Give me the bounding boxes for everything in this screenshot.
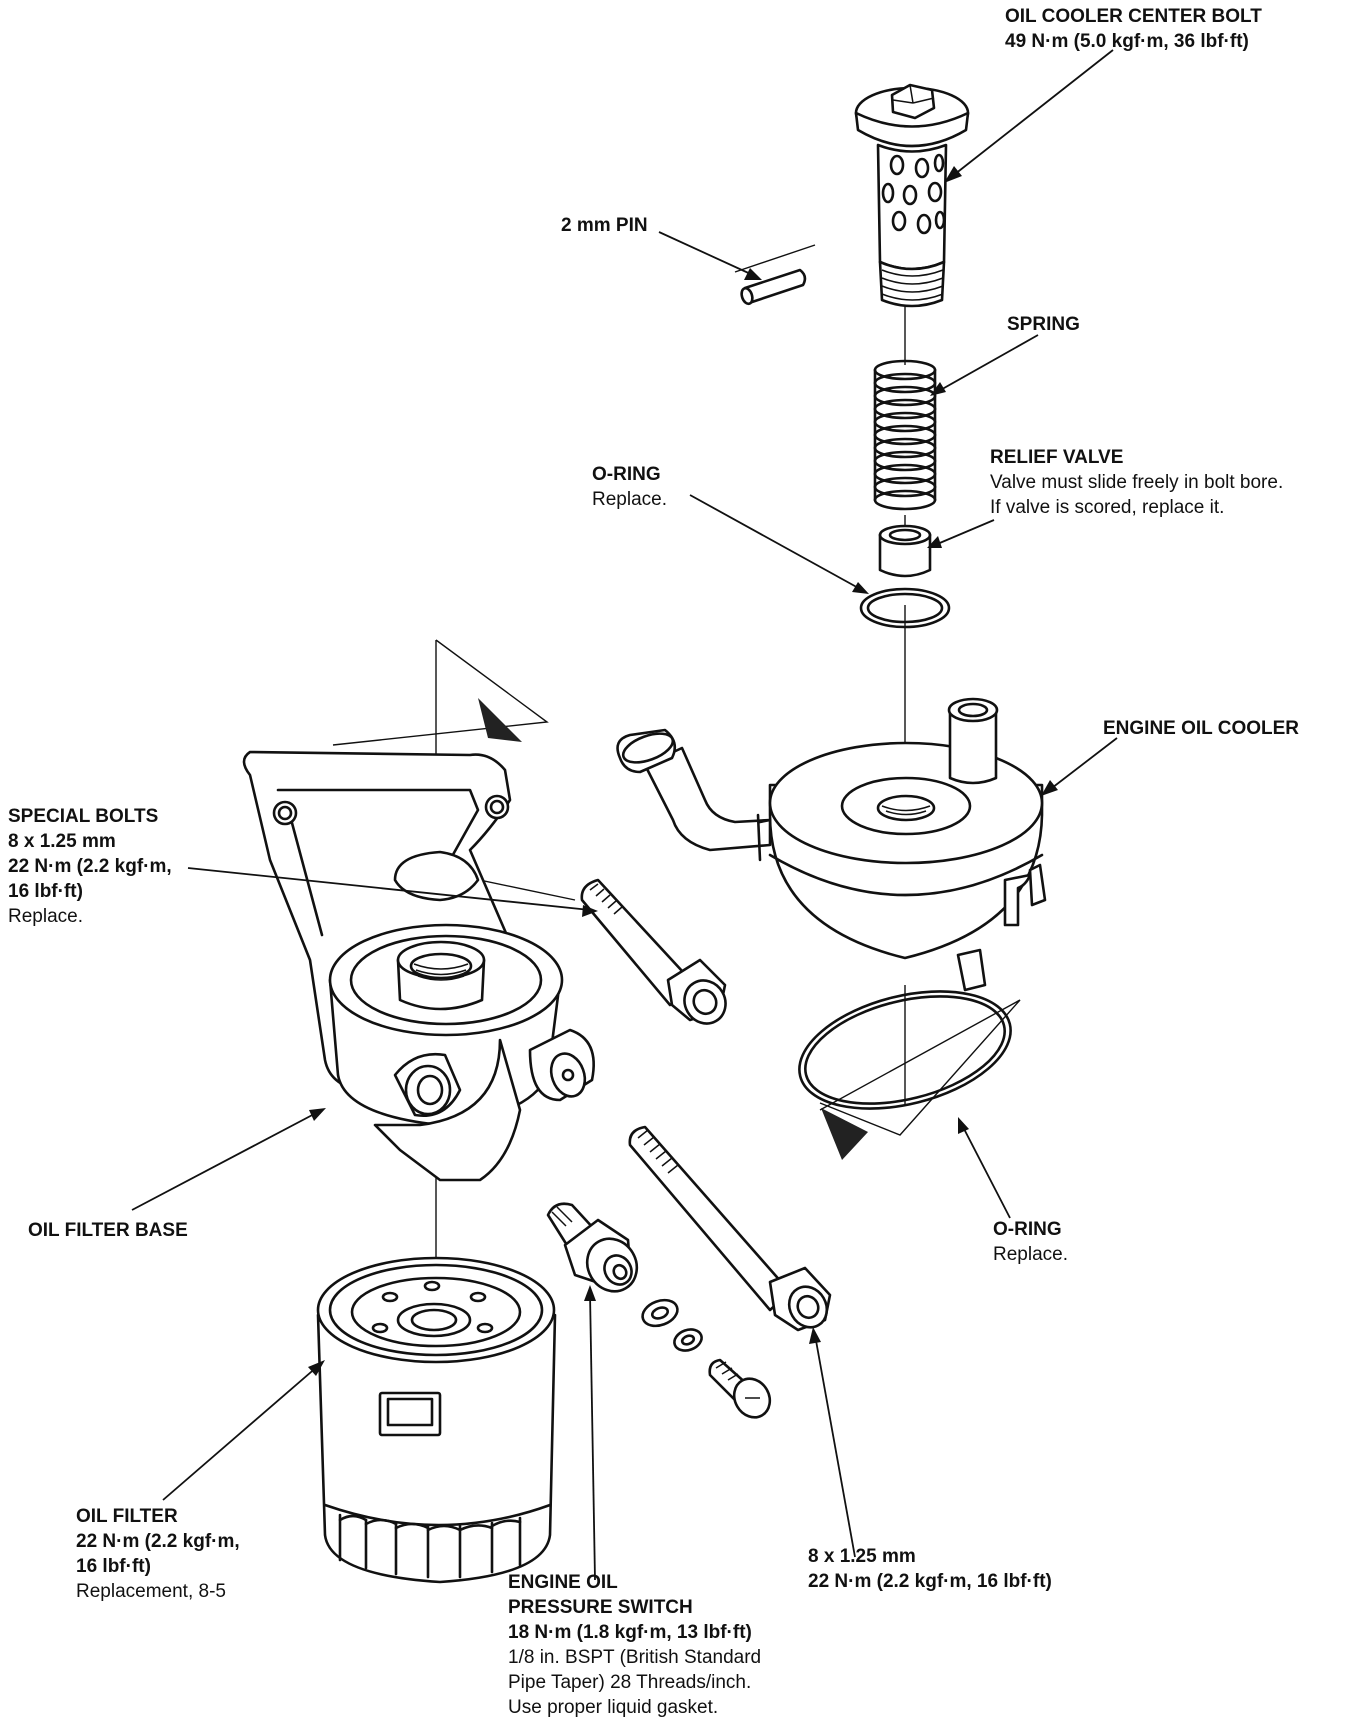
- callout-title: OIL COOLER CENTER BOLT: [1005, 6, 1262, 27]
- callout-o-ring-top: O-RING Replace.: [592, 462, 667, 512]
- callout-note: Replace.: [8, 906, 83, 927]
- callout-title: ENGINE OIL COOLER: [1103, 718, 1300, 739]
- o-ring-bottom: [798, 990, 1012, 1110]
- callout-relief-valve: RELIEF VALVE Valve must slide freely in …: [990, 445, 1283, 520]
- washer-small: [673, 1328, 703, 1352]
- callout-note: 1/8 in. BSPT (British Standard: [508, 1647, 762, 1668]
- callout-note: Pipe Taper) 28 Threads/inch.: [508, 1672, 752, 1693]
- callout-long-bolt: 8 x 1.25 mm 22 N·m (2.2 kgf·m, 16 lbf·ft…: [808, 1544, 1052, 1594]
- oil-filter: [316, 1256, 557, 1584]
- callout-spring: SPRING: [1007, 312, 1080, 337]
- callout-note: Replacement, 8-5: [76, 1581, 226, 1602]
- callout-note: Replace.: [592, 489, 667, 510]
- callout-torque-spec: 16 lbf·ft): [76, 1556, 151, 1577]
- callout-title: OIL FILTER: [76, 1506, 178, 1527]
- callout-title: RELIEF VALVE: [990, 447, 1124, 468]
- callout-torque-spec: 22 N·m (2.2 kgf·m, 16 lbf·ft): [808, 1571, 1052, 1592]
- callout-title: 2 mm PIN: [561, 215, 648, 236]
- callout-size-spec: 8 x 1.25 mm: [8, 831, 116, 852]
- screw: [708, 1358, 772, 1419]
- callout-title: O-RING: [993, 1219, 1062, 1240]
- alignment-guide-triangle-right: [819, 999, 1021, 1160]
- spring: [873, 359, 937, 511]
- special-bolt: [580, 878, 727, 1025]
- engine-oil-cooler: [616, 697, 1047, 992]
- callout-note: If valve is scored, replace it.: [990, 497, 1225, 518]
- long-bolt: [628, 1125, 832, 1332]
- callout-size-spec: 8 x 1.25 mm: [808, 1546, 916, 1567]
- callout-torque-spec: 49 N·m (5.0 kgf·m, 36 lbf·ft): [1005, 31, 1249, 52]
- callout-2mm-pin: 2 mm PIN: [561, 213, 648, 238]
- callout-special-bolts: SPECIAL BOLTS 8 x 1.25 mm 22 N·m (2.2 kg…: [8, 804, 172, 929]
- alignment-guide-triangle-left: [332, 639, 549, 746]
- callout-note: Use proper liquid gasket.: [508, 1697, 719, 1718]
- callout-title: SPECIAL BOLTS: [8, 806, 159, 827]
- callout-note: Replace.: [993, 1244, 1068, 1265]
- leader-lines: [131, 49, 1118, 1581]
- callout-oil-filter: OIL FILTER 22 N·m (2.2 kgf·m, 16 lbf·ft)…: [76, 1504, 240, 1604]
- callout-title: SPRING: [1007, 314, 1080, 335]
- callout-title: PRESSURE SWITCH: [508, 1597, 693, 1618]
- callout-note: Valve must slide freely in bolt bore.: [990, 472, 1284, 493]
- callout-torque-spec: 22 N·m (2.2 kgf·m,: [76, 1531, 240, 1552]
- callout-torque-spec: 16 lbf·ft): [8, 881, 83, 902]
- callout-oil-filter-base: OIL FILTER BASE: [28, 1218, 188, 1243]
- callout-torque-spec: 18 N·m (1.8 kgf·m, 13 lbf·ft): [508, 1622, 752, 1643]
- callout-title: ENGINE OIL: [508, 1572, 618, 1593]
- engine-oil-pressure-switch: [546, 1202, 639, 1293]
- callout-engine-oil-cooler: ENGINE OIL COOLER: [1103, 716, 1299, 741]
- callout-pressure-switch: ENGINE OIL PRESSURE SWITCH 18 N·m (1.8 k…: [508, 1570, 761, 1720]
- callout-center-bolt: OIL COOLER CENTER BOLT 49 N·m (5.0 kgf·m…: [1005, 4, 1262, 54]
- callout-o-ring-bottom: O-RING Replace.: [993, 1217, 1068, 1267]
- callout-torque-spec: 22 N·m (2.2 kgf·m,: [8, 856, 172, 877]
- oil-filter-base: [242, 750, 595, 1182]
- 2mm-pin: [740, 268, 807, 306]
- o-ring-top: [859, 587, 951, 629]
- relief-valve: [878, 524, 932, 578]
- callout-title: O-RING: [592, 464, 661, 485]
- callout-title: OIL FILTER BASE: [28, 1220, 188, 1241]
- oil-cooler-center-bolt: [854, 83, 970, 308]
- washer-large: [641, 1298, 679, 1328]
